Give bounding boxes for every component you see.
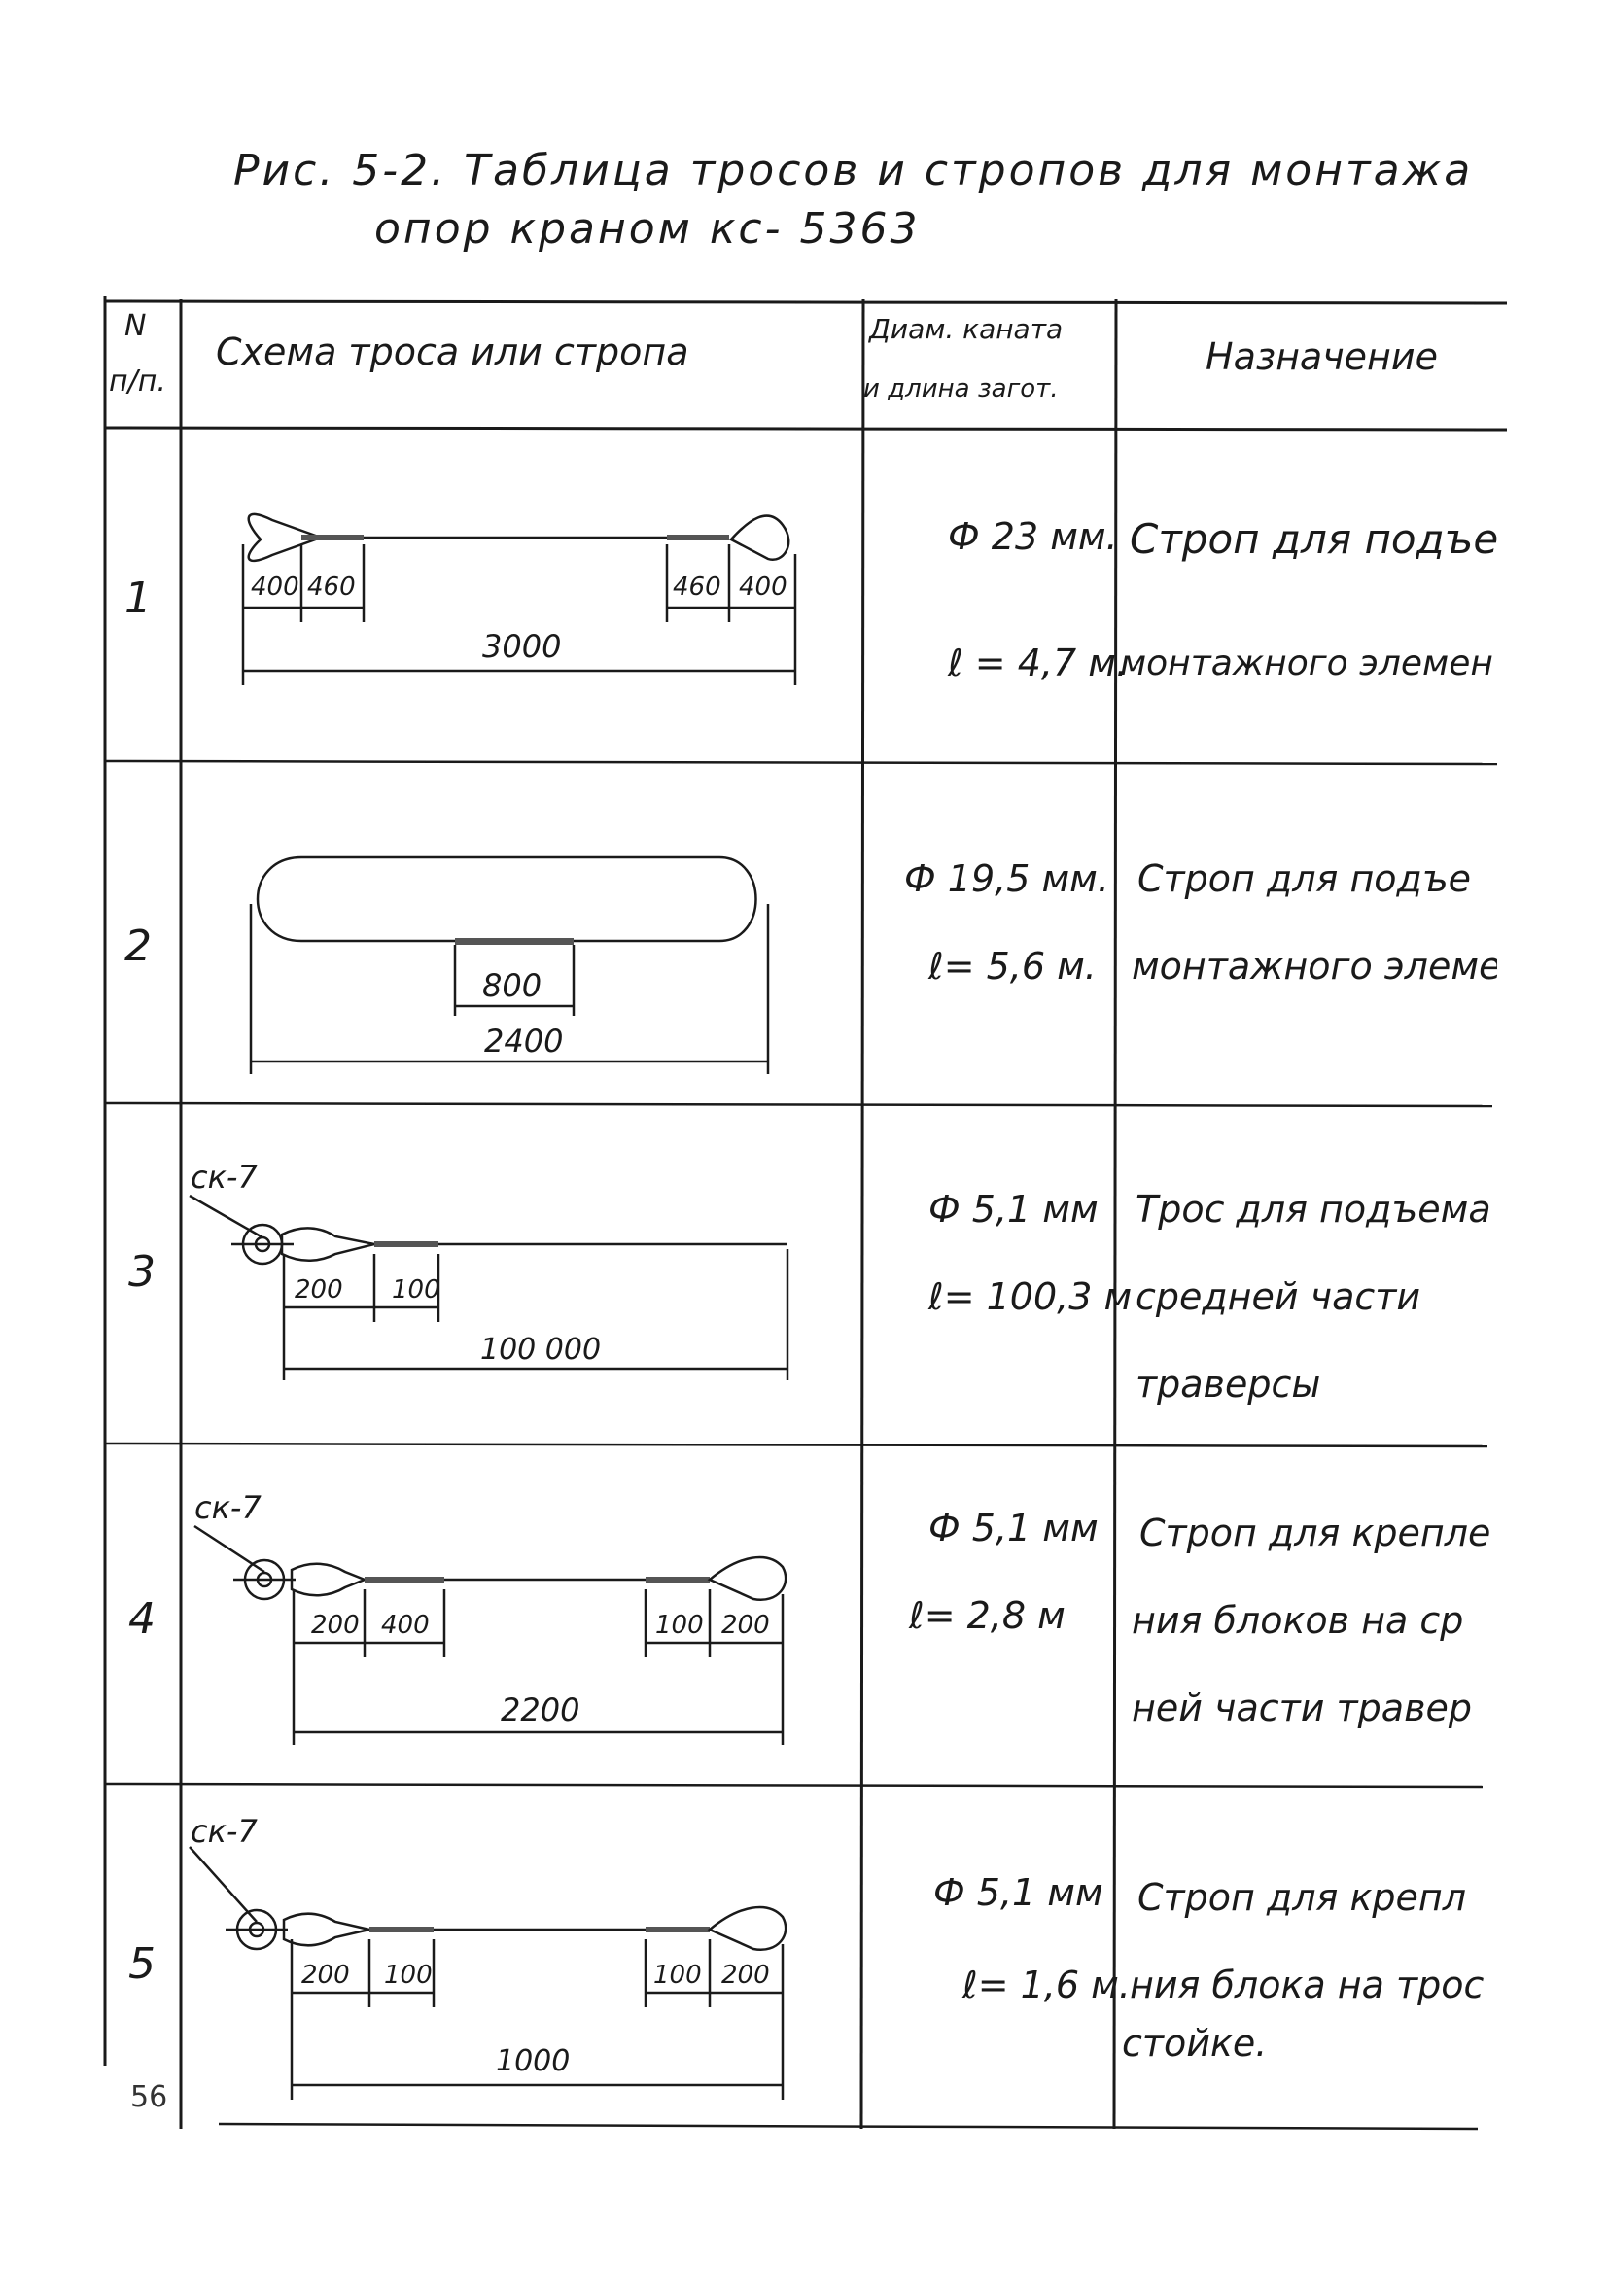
dim-label: 460 — [307, 573, 356, 602]
table-top-border — [104, 299, 1508, 305]
row-5-length: ℓ= 1,6 м. — [962, 1964, 1131, 2006]
row-5-purpose-line-1: Строп для крепл — [1137, 1876, 1467, 1919]
row-2-length: ℓ= 5,6 м. — [928, 945, 1097, 988]
dim-label: 1000 — [496, 2044, 570, 2078]
row-4-purpose-line-3: ней части травер — [1132, 1687, 1472, 1729]
row-2-purpose-line-1: Строп для подъе — [1137, 857, 1472, 900]
row-4-diameter: Ф 5,1 мм — [928, 1507, 1099, 1549]
row-4-purpose-line-2: ния блоков на ср — [1132, 1599, 1464, 1642]
row-1-purpose-line-1: Строп для подъе — [1130, 515, 1497, 563]
row-4-purpose-line-1: Строп для крепле — [1139, 1512, 1491, 1554]
shackle-tag: ск-7 — [191, 1813, 258, 1850]
row-4-bottom-border — [104, 1782, 1484, 1789]
row-1-dimension-labels: 400 460 460 400 3000 — [251, 573, 787, 665]
header-purpose: Назначение — [1206, 335, 1438, 378]
shackle-tag: ск-7 — [191, 1159, 258, 1196]
purpose-column: Строп для подъе монтажного элемен Строп … — [1118, 428, 1497, 2129]
dim-label: 200 — [721, 1961, 770, 1990]
dim-label: 100 000 — [480, 1333, 601, 1367]
row-1-length: ℓ = 4,7 м. — [948, 642, 1128, 684]
shackle-tag: ск-7 — [194, 1489, 262, 1526]
header-no-line-1: N — [124, 309, 147, 343]
row-5-labels: ск-7 200 100 100 200 1000 — [191, 1813, 770, 2078]
dim-label: 400 — [381, 1611, 430, 1640]
dim-label: 200 — [721, 1611, 770, 1640]
row-2-diameter: Ф 19,5 мм. — [904, 857, 1109, 900]
dim-label: 400 — [739, 573, 787, 602]
row-1-number: 1 — [124, 574, 152, 623]
row-4-number: 4 — [128, 1594, 156, 1644]
dim-label: 100 — [655, 1611, 704, 1640]
row-2-bottom-border — [104, 1101, 1493, 1108]
column-scheme-divider — [859, 298, 865, 2130]
header-diameter-line-1: Диам. каната — [869, 313, 1064, 345]
table-bottom-border — [218, 2122, 1479, 2131]
header-bottom-border — [104, 426, 1508, 432]
row-2-dimension-labels: 800 2400 — [482, 967, 563, 1060]
dim-label: 200 — [311, 1611, 360, 1640]
row-3-number: 3 — [128, 1247, 156, 1297]
row-1-diameter: Ф 23 мм. — [948, 515, 1118, 558]
dim-label: 200 — [295, 1275, 343, 1305]
page-number: 56 — [130, 2080, 168, 2114]
dim-label: 3000 — [482, 628, 561, 665]
row-2-number: 2 — [124, 922, 152, 971]
scheme-sling-2 — [249, 855, 770, 1074]
row-3-labels: ск-7 200 100 100 000 — [191, 1159, 601, 1367]
dim-label: 200 — [301, 1961, 350, 1990]
row-4-length: ℓ= 2,8 м — [909, 1594, 1066, 1637]
row-5-number: 5 — [128, 1939, 156, 1989]
dim-label: 800 — [482, 967, 542, 1004]
row-4-labels: ск-7 200 400 100 200 2200 — [194, 1489, 770, 1728]
column-diameter-divider — [1112, 298, 1118, 2130]
row-5-purpose-line-2: ния блока на трос — [1130, 1964, 1485, 2006]
row-1-bottom-border — [104, 759, 1498, 766]
dim-label: 400 — [251, 573, 299, 602]
scheme-sling-1 — [241, 512, 797, 685]
row-3-diameter: Ф 5,1 мм — [928, 1188, 1099, 1231]
row-5-purpose-line-3: стойке. — [1122, 2022, 1268, 2065]
dim-label: 2200 — [501, 1691, 579, 1728]
row-5-diameter: Ф 5,1 мм — [933, 1871, 1103, 1914]
row-1-purpose-line-2: монтажного элемен — [1120, 644, 1493, 683]
header-scheme: Схема троса или стропа — [216, 330, 689, 373]
dim-label: 2400 — [484, 1023, 563, 1060]
row-3-length: ℓ= 100,3 м — [928, 1275, 1133, 1318]
dim-label: 100 — [653, 1961, 702, 1990]
row-3-purpose-line-2: средней части — [1136, 1275, 1421, 1318]
dim-label: 100 — [384, 1961, 433, 1990]
row-2-purpose-line-2: монтажного элемен — [1132, 945, 1497, 988]
figure-title-line-1: Рис. 5-2. Таблица тросов и стропов для м… — [233, 146, 1474, 195]
header-diameter-line-2: и длина загот. — [863, 374, 1059, 403]
row-3-purpose-line-3: траверсы — [1136, 1363, 1321, 1406]
row-3-purpose-line-1: Трос для подъема — [1136, 1188, 1491, 1231]
scheme-sling-5 — [189, 1846, 787, 2100]
scheme-sling-4 — [193, 1524, 787, 1745]
scheme-rope-3 — [189, 1194, 789, 1380]
dim-label: 100 — [392, 1275, 440, 1305]
row-3-bottom-border — [104, 1442, 1488, 1448]
dim-label: 460 — [673, 573, 721, 602]
header-no-line-2: п/п. — [109, 365, 166, 399]
figure-title-line-2: опор краном кс- 5363 — [374, 204, 921, 254]
